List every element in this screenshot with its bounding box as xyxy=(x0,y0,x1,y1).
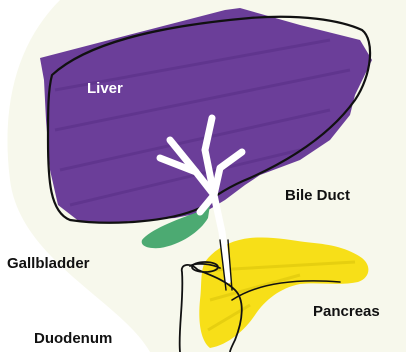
label-liver: Liver xyxy=(87,81,123,96)
label-gallbladder: Gallbladder xyxy=(7,256,90,271)
label-duodenum: Duodenum xyxy=(34,331,112,346)
label-bile-duct: Bile Duct xyxy=(285,188,350,203)
label-pancreas: Pancreas xyxy=(313,304,380,319)
